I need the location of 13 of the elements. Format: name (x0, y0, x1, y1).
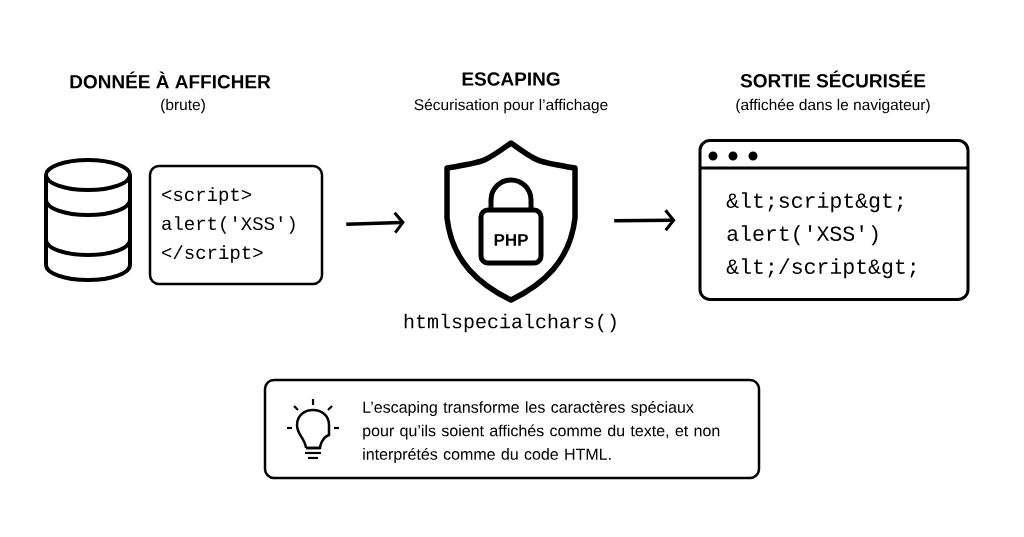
function-name: htmlspecialchars() (404, 313, 616, 333)
arrow (346, 211, 405, 234)
heading: ESCAPING (462, 72, 560, 86)
escaped-code: &lt;script&gt; alert('XSS') &lt;/script&gt; (726, 192, 916, 279)
code-box: <script> alert('XSS') </script> (148, 164, 324, 286)
heading: DONNÉE À AFFICHER (70, 71, 271, 89)
subheading: (brute) (161, 98, 205, 114)
padlock-label: PHP (494, 234, 528, 246)
heading: SORTIE SÉCURISÉE (740, 70, 926, 88)
note-text: L’escaping transforme les caractères spéciaux pour qu’ils soient affichés comme du texte, et non interprétés comme du code HTML. (363, 400, 720, 464)
arrow (614, 209, 676, 232)
subheading: Sécurisation pour l’affichage (414, 98, 608, 114)
subheading: (affichée dans le navigateur) (736, 98, 930, 114)
